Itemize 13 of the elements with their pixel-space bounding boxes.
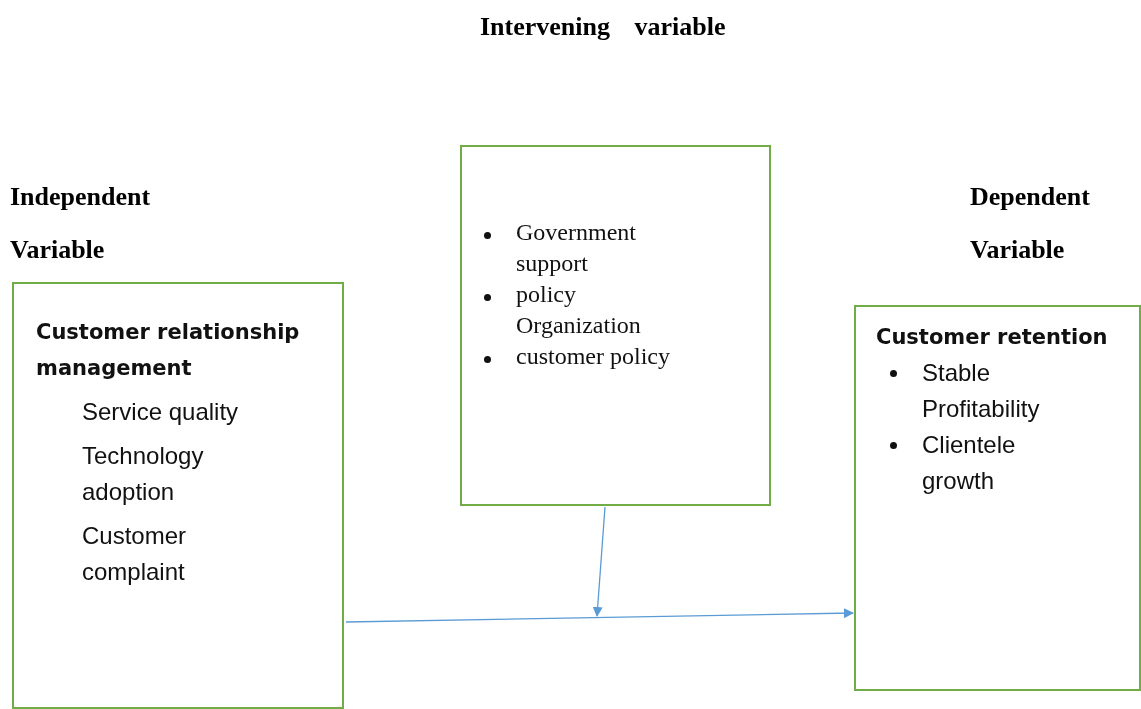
bullet-item: Stable Profitability — [876, 355, 1072, 427]
section-heading: Intervening variable — [480, 11, 727, 43]
arrow — [592, 506, 606, 617]
bullet-item: customer policy — [470, 341, 691, 372]
list-item: Technology adoption — [81, 441, 205, 507]
bullet-item: Clientele growth — [876, 427, 1072, 499]
section-heading: Independent Variable — [10, 181, 152, 266]
section-heading: Dependent Variable — [970, 181, 1091, 266]
list-item: Customer complaint — [81, 521, 188, 587]
box-title: Customer relationship management — [36, 319, 301, 382]
arrow — [345, 608, 854, 623]
list-item: Service quality — [81, 397, 240, 427]
box-title: Customer retention — [876, 324, 1109, 351]
